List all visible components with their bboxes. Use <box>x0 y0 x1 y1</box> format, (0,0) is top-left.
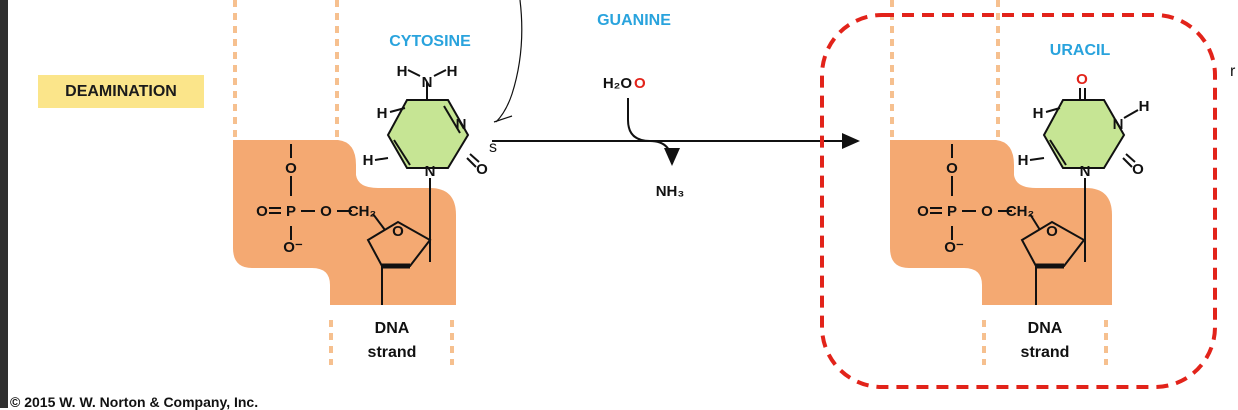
cytosine-nucleotide <box>233 0 480 365</box>
cytosine-label: CYTOSINE <box>389 33 471 50</box>
uracil-ring <box>1042 99 1126 169</box>
atom-o: O <box>285 160 297 177</box>
dna-label: DNA <box>375 320 410 337</box>
water-ammonia-arrow <box>627 98 680 166</box>
atom-o: O <box>320 203 332 220</box>
deamination-label-box: DEAMINATION <box>38 75 204 108</box>
atom-o-minus: O⁻ <box>283 239 303 256</box>
cytosine-ring <box>386 99 470 169</box>
atom-o: O <box>1132 161 1144 178</box>
deamination-label: DEAMINATION <box>65 83 177 100</box>
atom-o: O <box>946 160 958 177</box>
deoxyribose-ring-right <box>1020 220 1086 267</box>
atom-n: N <box>456 116 467 133</box>
strand-label: strand <box>368 344 417 361</box>
strand-label: strand <box>1021 344 1070 361</box>
atom-o: O <box>392 223 404 240</box>
atom-o: O <box>256 203 268 220</box>
atom-o-carbonyl: O <box>1076 71 1088 88</box>
atom-n: N <box>425 163 436 180</box>
atom-p: P <box>947 203 957 220</box>
handwritten-stroke <box>493 115 513 123</box>
water-oxygen-label: O <box>634 75 646 92</box>
atom-n: N <box>1080 163 1091 180</box>
atom-o-minus: O⁻ <box>944 239 964 256</box>
water-label: H₂O <box>603 75 632 92</box>
highlight-box <box>820 13 1217 389</box>
uracil-label: URACIL <box>1050 42 1111 59</box>
window-edge <box>0 0 8 408</box>
reaction-arrows <box>492 0 860 166</box>
guanine-label: GUANINE <box>597 12 671 29</box>
atom-p: P <box>286 203 296 220</box>
atom-h: H <box>377 105 388 122</box>
atom-o: O <box>1046 223 1058 240</box>
uracil-nucleotide <box>820 0 1217 389</box>
atom-h: H <box>397 63 408 80</box>
atom-h: H <box>447 63 458 80</box>
dna-label: DNA <box>1028 320 1063 337</box>
atom-ch2: CH₂ <box>1006 203 1034 220</box>
ammonia-label: NH₃ <box>656 183 685 200</box>
handwritten-stroke <box>495 0 523 123</box>
atom-o: O <box>981 203 993 220</box>
atom-ch2: CH₂ <box>348 203 376 220</box>
atom-h: H <box>1033 105 1044 122</box>
copyright-notice: © 2015 W. W. Norton & Company, Inc. <box>10 394 259 410</box>
atom-n: N <box>1113 116 1124 133</box>
atom-h: H <box>363 152 374 169</box>
atom-o: O <box>476 161 488 178</box>
deoxyribose-ring-left <box>366 220 432 267</box>
handwriting-s: s <box>489 139 497 156</box>
atom-h: H <box>1018 152 1029 169</box>
atom-n: N <box>422 74 433 91</box>
margin-letter: r <box>1230 63 1236 80</box>
atom-o: O <box>917 203 929 220</box>
atom-h: H <box>1139 98 1150 115</box>
